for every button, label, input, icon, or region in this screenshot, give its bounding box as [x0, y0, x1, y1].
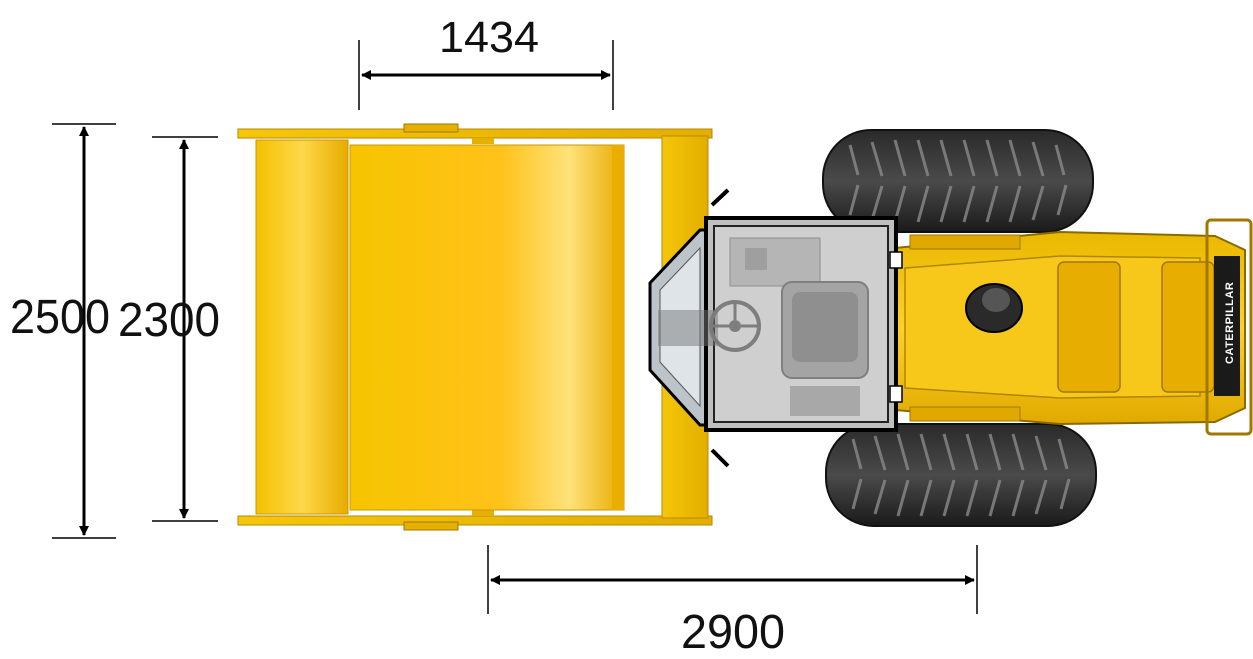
rear-tire-top — [822, 129, 1094, 233]
engine-hood — [894, 218, 1253, 436]
dimension-label-drum-length: 2300 — [118, 294, 220, 347]
dimension-label-overall-width: 2500 — [10, 291, 110, 344]
dimension-label-drum-width: 1434 — [439, 13, 539, 62]
rear-tire-bottom — [825, 423, 1097, 527]
dimension-label-wheelbase: 2900 — [681, 606, 785, 654]
drum — [255, 139, 625, 515]
exhaust-stack — [965, 283, 1023, 333]
operator-cab — [648, 188, 903, 468]
dimension-lines — [52, 40, 978, 614]
brand-label: CATERPILLAR — [1224, 282, 1236, 364]
